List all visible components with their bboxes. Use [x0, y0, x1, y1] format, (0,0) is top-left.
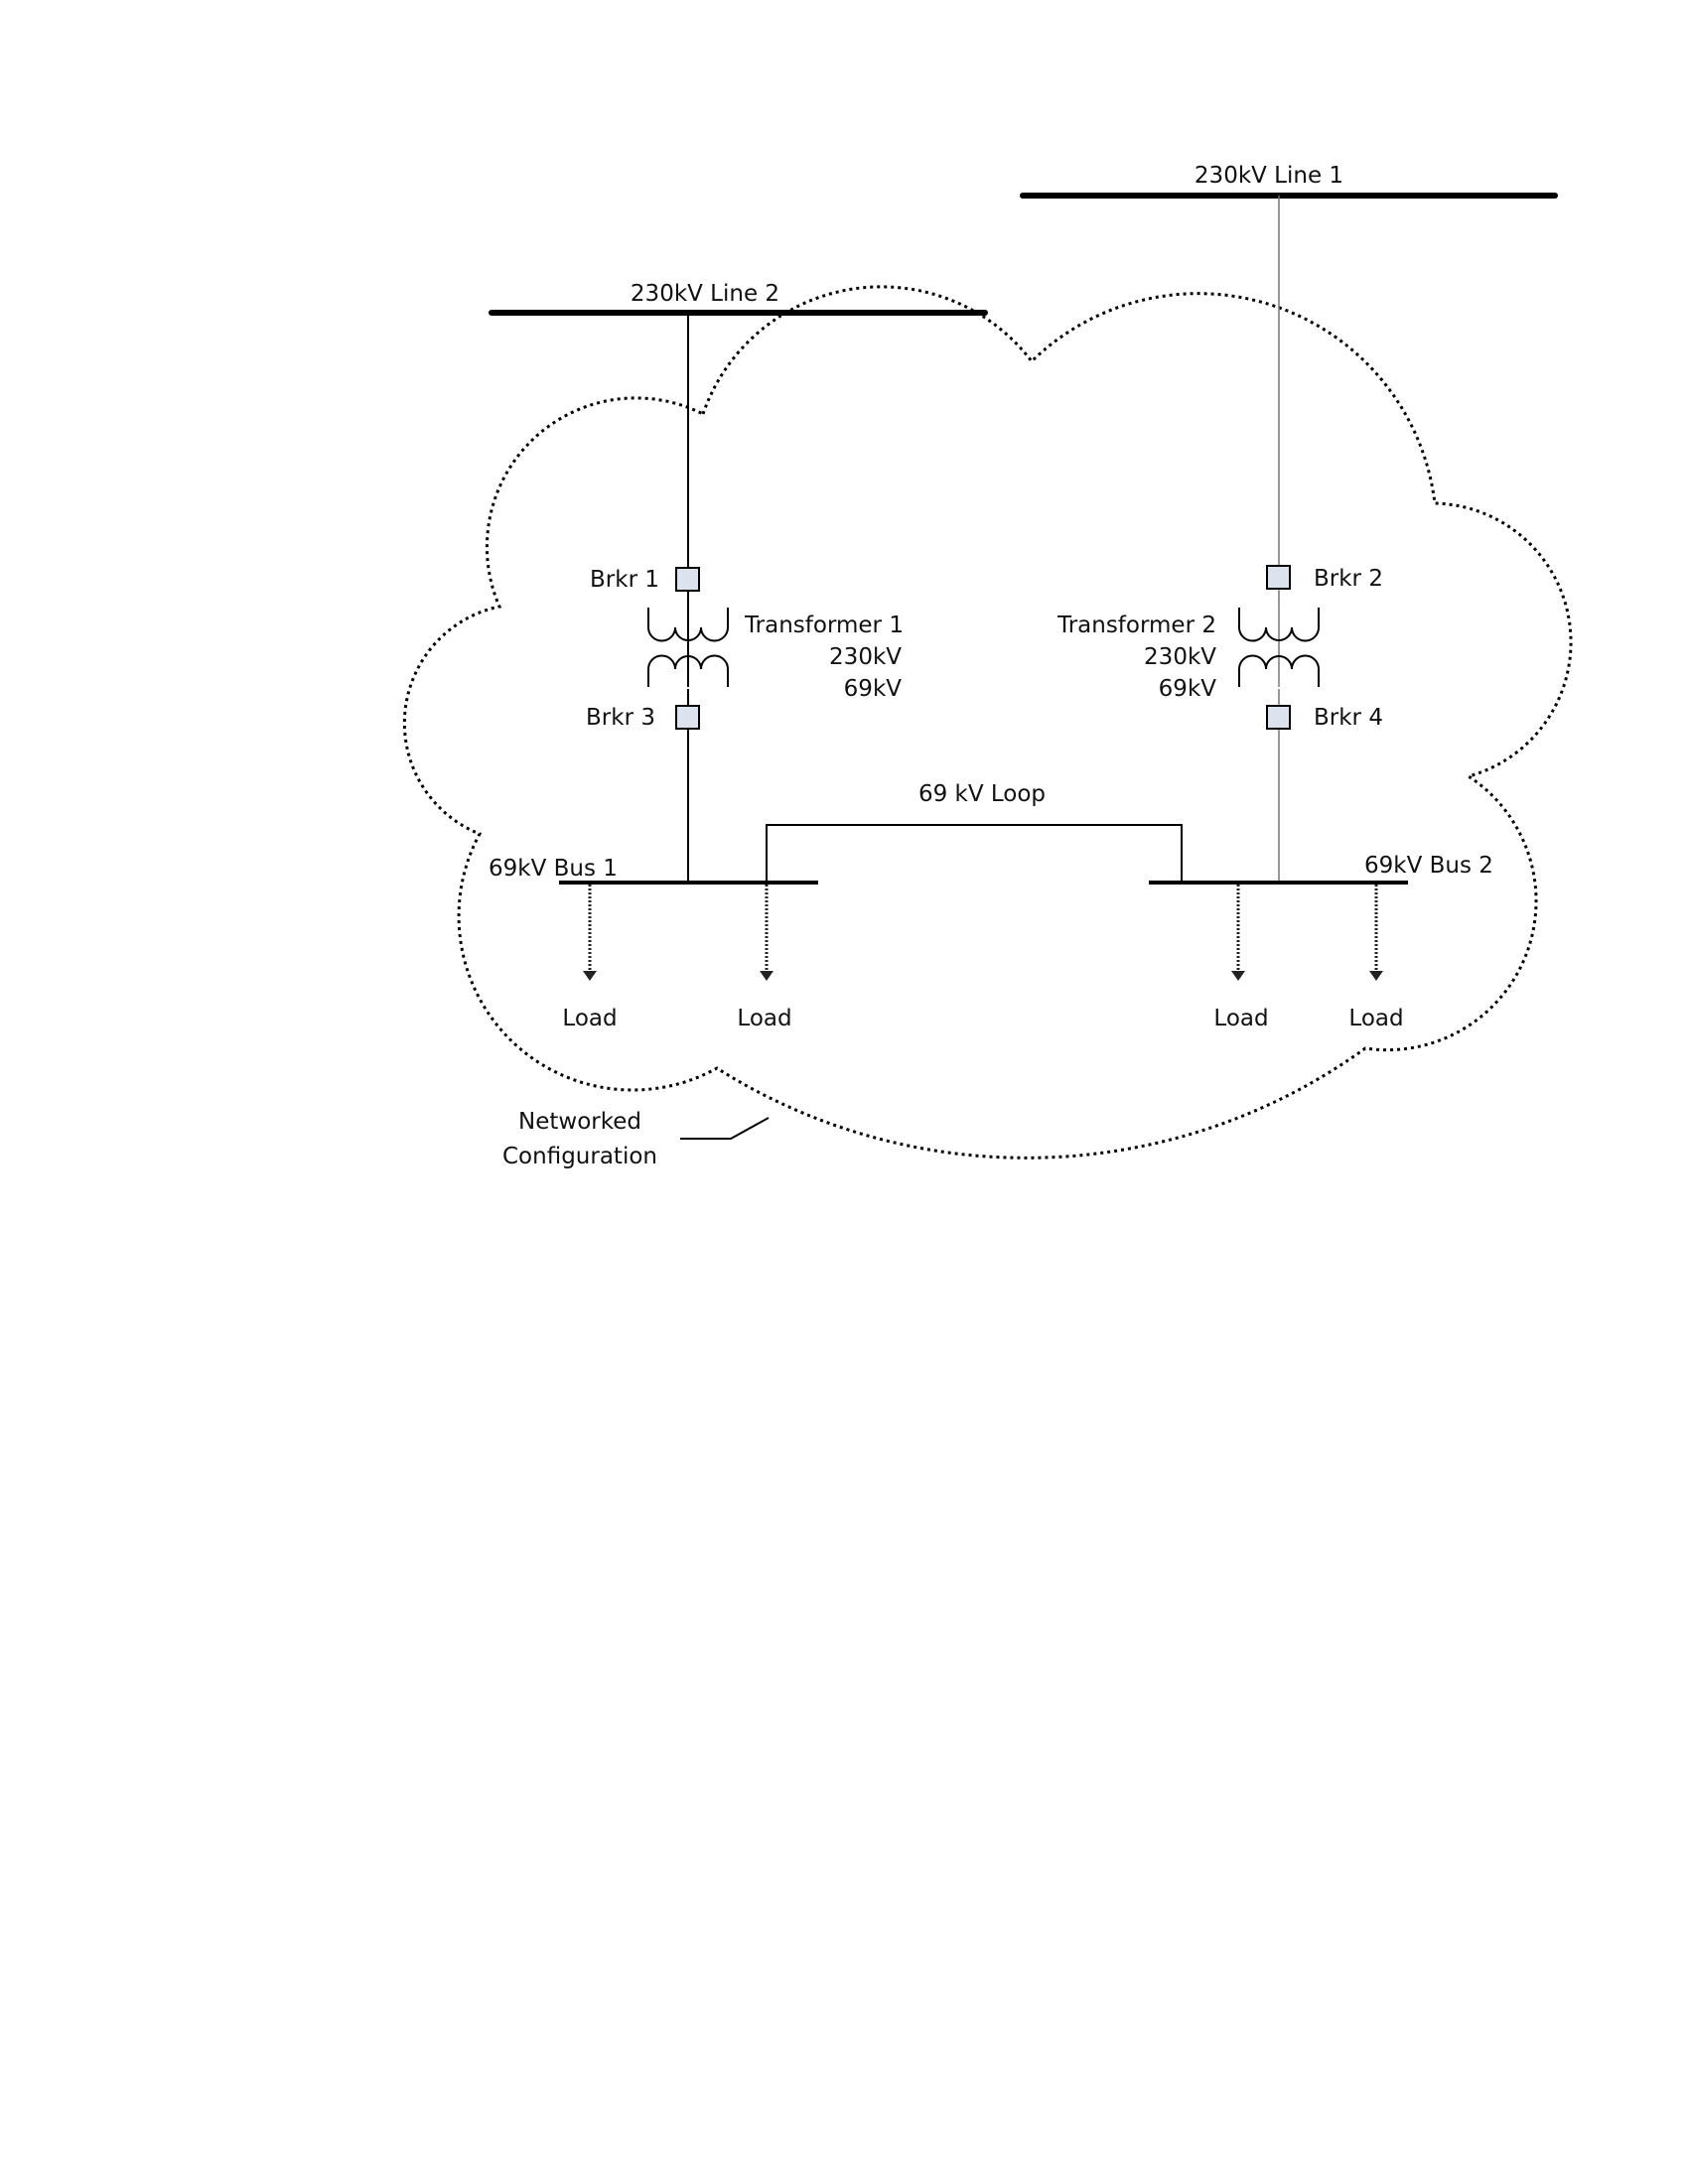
transformer-1-secondary-voltage: 69kV	[844, 676, 903, 702]
load-arrow-icon	[1231, 971, 1245, 981]
69kv-bus-1-label: 69kV Bus 1	[489, 856, 618, 882]
breaker-3-label: Brkr 3	[586, 705, 655, 731]
load-arrow-icon	[760, 971, 774, 981]
transformer-1-primary-coil	[647, 608, 729, 642]
breaker-1-label: Brkr 1	[590, 567, 659, 593]
69kv-loop-label: 69 kV Loop	[918, 781, 1046, 807]
load-4	[1369, 885, 1383, 981]
transformer-1-secondary-coil	[647, 654, 729, 687]
annotation-leader-line	[680, 1117, 770, 1140]
breaker-2	[1266, 565, 1291, 590]
annotation-line-1: Networked	[518, 1109, 641, 1135]
networked-configuration-cloud	[402, 285, 1573, 1160]
load-4-label: Load	[1348, 1006, 1403, 1031]
69kv-bus-2-label: 69kV Bus 2	[1364, 853, 1493, 879]
transformer-1-primary-voltage: 230kV	[829, 644, 902, 670]
transformer-2-label: Transformer 2	[1056, 613, 1216, 638]
69kv-loop-line	[766, 824, 1183, 883]
230kv-line-2-label: 230kV Line 2	[631, 281, 779, 307]
annotation-line-2: Configuration	[502, 1144, 657, 1169]
load-3	[1231, 885, 1245, 981]
load-arrow-icon	[583, 971, 597, 981]
transformer-2-primary-voltage: 230kV	[1144, 644, 1216, 670]
breaker-3	[675, 705, 700, 730]
transformer-2-secondary-coil	[1238, 654, 1320, 687]
transformer-2-primary-coil	[1238, 608, 1320, 642]
load-1	[583, 885, 597, 981]
load-2	[760, 885, 774, 981]
transformer-2-secondary-voltage: 69kV	[1159, 676, 1217, 702]
breaker-2-label: Brkr 2	[1314, 566, 1383, 592]
load-2-label: Load	[737, 1006, 791, 1031]
load-1-label: Load	[562, 1006, 617, 1031]
breaker-4	[1266, 705, 1291, 730]
breaker-4-label: Brkr 4	[1314, 705, 1383, 731]
transformer-1-label: Transformer 1	[744, 613, 904, 638]
load-arrow-icon	[1369, 971, 1383, 981]
breaker-1	[675, 567, 700, 592]
230kv-line-1-label: 230kV Line 1	[1195, 163, 1343, 189]
load-3-label: Load	[1213, 1006, 1268, 1031]
